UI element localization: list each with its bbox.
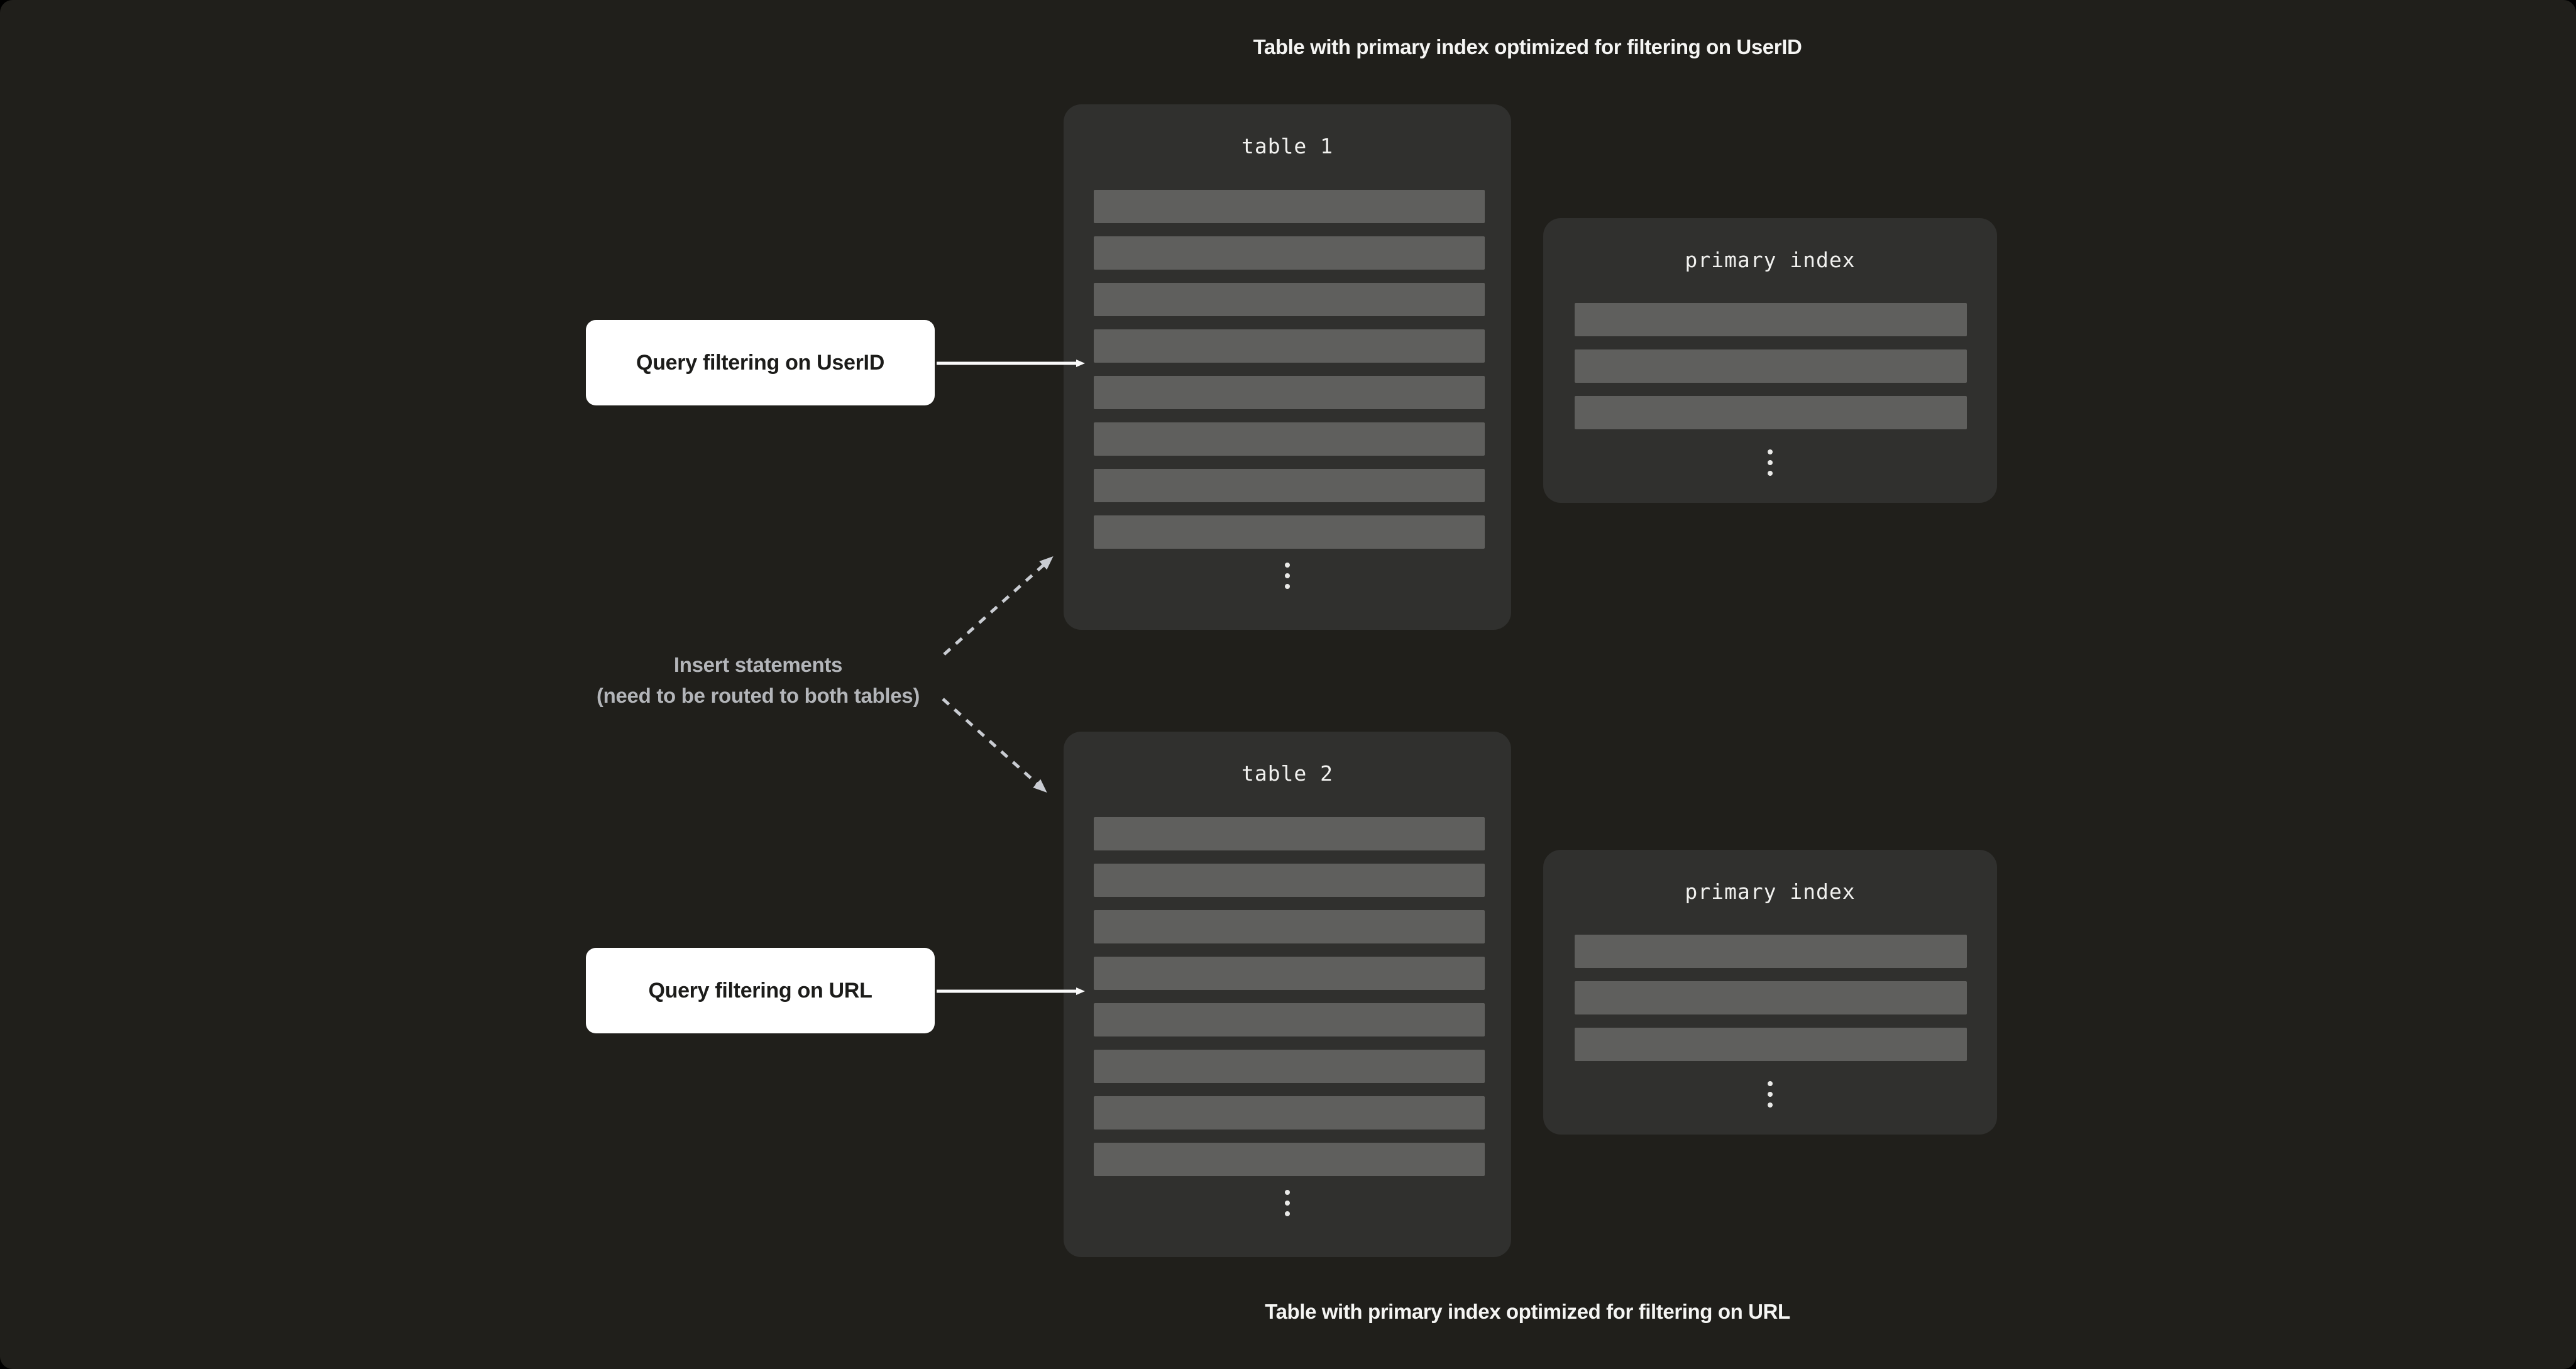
table-row: [1094, 422, 1485, 456]
table-row: [1094, 283, 1485, 316]
table-row: [1575, 981, 1967, 1014]
insert-note-line2: (need to be routed to both tables): [596, 684, 920, 707]
table-row: [1575, 303, 1967, 336]
insert-note: Insert statements (need to be routed to …: [553, 649, 963, 711]
primary-index2-box: primary index: [1543, 850, 1997, 1135]
table-row: [1094, 817, 1485, 850]
primary-index2-title: primary index: [1685, 879, 1856, 904]
query-userid-label-text: Query filtering on UserID: [636, 350, 884, 375]
table-row: [1094, 190, 1485, 223]
query-url-label: Query filtering on URL: [586, 948, 935, 1033]
table2-box: table 2: [1064, 732, 1511, 1257]
caption-bottom: Table with primary index optimized for f…: [1265, 1300, 1790, 1323]
table1-rows: [1094, 190, 1485, 549]
table-row: [1094, 1003, 1485, 1036]
table2-rows: [1094, 817, 1485, 1176]
table-row: [1094, 864, 1485, 897]
query-userid-label: Query filtering on UserID: [586, 320, 935, 405]
primary-index1-title: primary index: [1685, 247, 1856, 272]
table-row: [1094, 329, 1485, 363]
table-row: [1094, 236, 1485, 270]
caption-top: Table with primary index optimized for f…: [1253, 35, 1802, 58]
table-row: [1094, 1143, 1485, 1176]
table2-title: table 2: [1241, 761, 1334, 786]
vertical-ellipsis-icon: [1064, 1190, 1511, 1216]
table-row: [1094, 910, 1485, 943]
insert-arrow-to-table1: [943, 556, 1054, 656]
primary-index1-rows: [1575, 303, 1967, 429]
insert-arrow-to-table2: [942, 698, 1047, 793]
vertical-ellipsis-icon: [1543, 1081, 1997, 1108]
vertical-ellipsis-icon: [1543, 449, 1997, 476]
vertical-ellipsis-icon: [1064, 563, 1511, 589]
insert-note-line1: Insert statements: [673, 653, 843, 676]
table1-title: table 1: [1241, 133, 1334, 158]
primary-index1-box: primary index: [1543, 218, 1997, 503]
table-row: [1094, 376, 1485, 409]
table-row: [1094, 957, 1485, 990]
query-url-label-text: Query filtering on URL: [648, 978, 872, 1003]
table1-box: table 1: [1064, 104, 1511, 630]
table-row: [1575, 396, 1967, 429]
table-row: [1575, 1028, 1967, 1061]
table-row: [1094, 515, 1485, 549]
table-row: [1575, 935, 1967, 968]
table-row: [1575, 349, 1967, 383]
table-row: [1094, 1096, 1485, 1130]
table-row: [1094, 469, 1485, 502]
primary-index2-rows: [1575, 935, 1967, 1061]
table-row: [1094, 1050, 1485, 1083]
